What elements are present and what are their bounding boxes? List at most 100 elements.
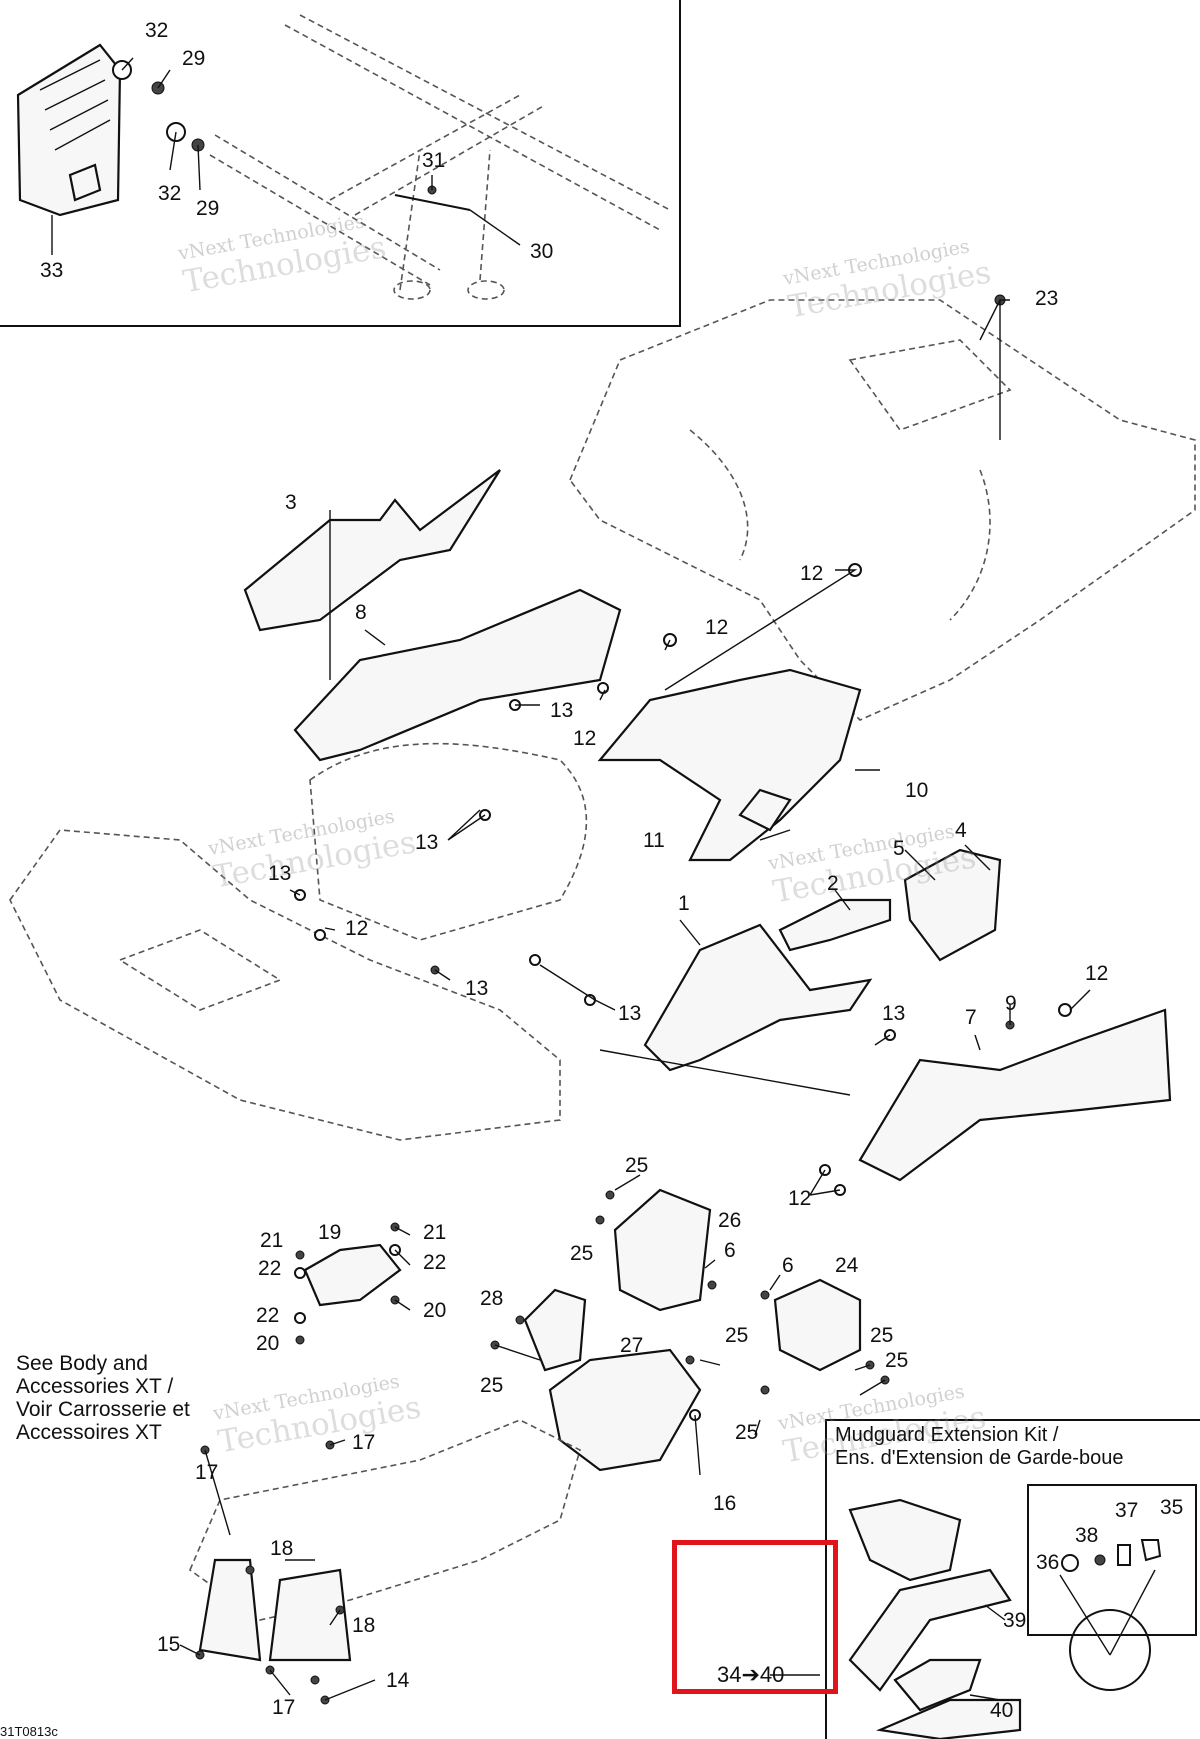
callout-20: 20 (423, 1299, 447, 1322)
callout-29: 29 (182, 47, 206, 70)
part-19-bracket (303, 1243, 402, 1307)
callout-25: 25 (480, 1374, 504, 1397)
callout-12: 12 (345, 917, 369, 940)
callout-37: 37 (1115, 1499, 1139, 1522)
callout-25: 25 (870, 1324, 894, 1347)
callout-8: 8 (355, 601, 367, 624)
rack-tube-end-2 (467, 280, 505, 300)
inset-leaders (51, 57, 521, 255)
kit-title-line: Mudguard Extension Kit / (835, 1424, 1059, 1446)
rack-frame-tubes (209, 14, 671, 291)
rack-tube-end-1 (393, 280, 431, 300)
callout-15: 15 (157, 1633, 181, 1656)
callout-20: 20 (256, 1332, 280, 1355)
callout-32: 32 (145, 19, 169, 42)
see-body-note-line: See Body and (16, 1352, 148, 1375)
callout-22: 22 (256, 1304, 280, 1327)
callout-29: 29 (196, 197, 220, 220)
callout-22: 22 (258, 1257, 282, 1280)
kit-title: Mudguard Extension Kit / Ens. d'Extensio… (835, 1424, 1123, 1470)
part-40-extension (876, 1698, 1022, 1739)
part-2-cover (778, 898, 892, 952)
callout-21: 21 (423, 1221, 447, 1244)
callout-30: 30 (530, 240, 554, 263)
callout-27: 27 (620, 1334, 644, 1357)
part-26-bracket (613, 1188, 712, 1312)
part-27-skid-plate (548, 1348, 702, 1472)
highlight-box (672, 1540, 838, 1694)
callout-13: 13 (465, 977, 489, 1000)
part-extension-small (893, 1658, 982, 1712)
callout-11: 11 (643, 829, 665, 852)
callout-26: 26 (718, 1209, 742, 1232)
rear-fender-wheel-arch (689, 429, 991, 621)
callout-17: 17 (352, 1431, 376, 1454)
front-fender-body (9, 829, 561, 1141)
callout-12: 12 (800, 562, 824, 585)
see-body-note-line: Accessories XT / (16, 1375, 174, 1398)
callout-21: 21 (260, 1229, 284, 1252)
part-33-panel (16, 43, 122, 217)
washer-36 (1061, 1554, 1079, 1572)
see-body-note: See Body and Accessories XT / Voir Carro… (16, 1352, 190, 1444)
callout-13: 13 (882, 1002, 906, 1025)
callout-12: 12 (573, 727, 597, 750)
bolt-30 (394, 194, 471, 211)
part-33-bracket (68, 163, 102, 202)
callout-3: 3 (285, 491, 297, 514)
callout-6: 6 (782, 1254, 794, 1277)
callout-25: 25 (570, 1242, 594, 1265)
callout-25: 25 (885, 1349, 909, 1372)
callout-23: 23 (1035, 287, 1059, 310)
kit-title-line: Ens. d'Extension de Garde-boue (835, 1447, 1124, 1469)
kit-hardware-frame (1027, 1484, 1197, 1636)
leader-lines (179, 299, 1156, 1701)
callout-13: 13 (268, 862, 292, 885)
callout-4: 4 (955, 819, 967, 842)
callout-33: 33 (40, 259, 64, 282)
callout-25: 25 (725, 1324, 749, 1347)
see-body-note-line: Voir Carrosserie et (16, 1398, 190, 1421)
callout-16: 16 (713, 1492, 737, 1515)
kit-sequence-label: 34➔40 (717, 1662, 785, 1687)
drawing-code: 31T0813c (0, 1724, 58, 1739)
callout-19: 19 (318, 1221, 342, 1244)
part-34-extension (848, 1498, 962, 1582)
part-15-bumper-end (198, 1558, 262, 1662)
callout-25: 25 (625, 1154, 649, 1177)
callout-40: 40 (990, 1699, 1014, 1722)
front-fender-storage (118, 929, 282, 1011)
front-fender-inner-panel (309, 742, 588, 941)
washer-38 (1094, 1554, 1106, 1566)
hardware-dots (195, 294, 1072, 1705)
part-5-shield (903, 848, 1002, 962)
callout-38: 38 (1075, 1524, 1099, 1547)
callout-17: 17 (195, 1461, 219, 1484)
callout-9: 9 (1005, 992, 1017, 1015)
callout-36: 36 (1036, 1551, 1060, 1574)
inset-frame-rear-rack (0, 0, 681, 327)
rivet-35 (1140, 1539, 1162, 1562)
callout-7: 7 (965, 1006, 977, 1029)
part-7-footwell-right (858, 1008, 1172, 1182)
part-33-ribs (39, 59, 111, 151)
kit-detail-circle (1069, 1609, 1151, 1691)
callout-2: 2 (827, 872, 839, 895)
part-10-rear-inner-panel (597, 668, 862, 862)
part-1-footrest-trim-right (643, 923, 873, 1072)
kit-frame (825, 1419, 1200, 1739)
callout-35: 35 (1160, 1496, 1184, 1519)
callout-5: 5 (893, 837, 905, 860)
callout-32: 32 (158, 182, 182, 205)
callout-39: 39 (1003, 1609, 1027, 1632)
callout-31: 31 (422, 149, 446, 172)
callout-17: 17 (272, 1696, 296, 1719)
callout-13: 13 (415, 831, 439, 854)
callout-14: 14 (386, 1669, 410, 1692)
callout-25: 25 (735, 1421, 759, 1444)
part-28-bracket (523, 1288, 587, 1372)
callout-13: 13 (550, 699, 574, 722)
rear-fender-body (569, 299, 1196, 721)
part-3-footrest-trim (243, 469, 501, 632)
